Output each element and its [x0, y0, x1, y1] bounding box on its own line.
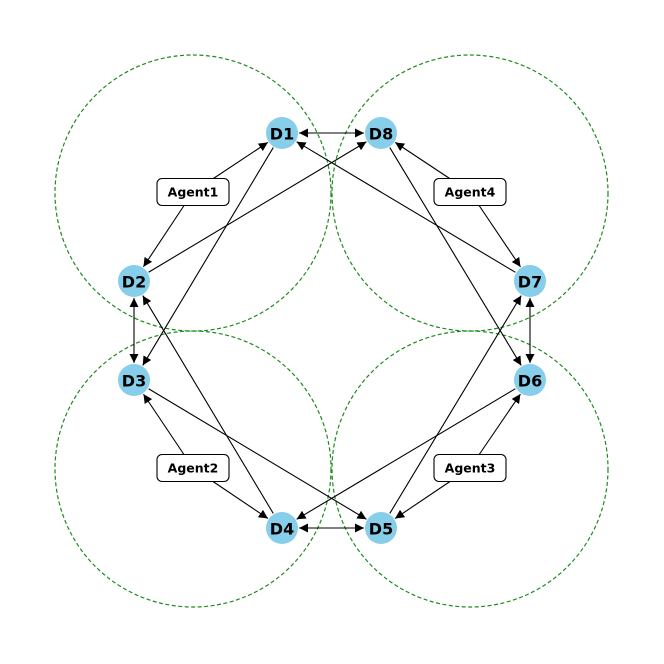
node-label: D8: [369, 125, 393, 144]
agent-link-agent4-d8: [394, 141, 450, 179]
agent-link-agent3-d6: [478, 393, 521, 455]
edge-d4-d2: [142, 295, 274, 514]
agent-box: [433, 177, 507, 207]
agent-agent2: Agent2: [156, 453, 230, 483]
node-d8: D8: [365, 117, 397, 149]
node-label: D2: [122, 273, 146, 292]
agent-agent4: Agent4: [433, 177, 507, 207]
edge-d5-d7: [389, 295, 522, 514]
edge-d6-d4: [296, 388, 516, 520]
agent-agent1: Agent1: [156, 177, 230, 207]
agent-label: Agent2: [168, 461, 219, 476]
node-circle: [514, 265, 546, 297]
agent-link-agent4-d7: [478, 205, 521, 268]
node-circle: [365, 512, 397, 544]
agent-link-agent3-d5: [394, 481, 451, 519]
node-circle: [365, 117, 397, 149]
agent-box: [156, 453, 230, 483]
node-d5: D5: [365, 512, 397, 544]
agent-link-agent1-d2: [142, 205, 185, 268]
node-label: D3: [122, 372, 146, 391]
node-d6: D6: [514, 364, 546, 396]
node-label: D5: [369, 520, 393, 539]
node-d1: D1: [266, 117, 298, 149]
edge-d8-d6: [389, 147, 522, 366]
edge-d1-d3: [142, 147, 274, 366]
agent-region-circle: [54, 330, 332, 608]
agent-label: Agent3: [445, 461, 496, 476]
node-d4: D4: [266, 512, 298, 544]
node-label: D1: [270, 125, 294, 144]
agent-box: [156, 177, 230, 207]
agent-region-circle: [331, 330, 609, 608]
node-d2: D2: [118, 265, 150, 297]
node-circle: [118, 364, 150, 396]
agent-agent3: Agent3: [433, 453, 507, 483]
edges: [129, 128, 535, 533]
node-circle: [266, 512, 298, 544]
node-d7: D7: [514, 265, 546, 297]
node-circle: [514, 364, 546, 396]
node-circle: [266, 117, 298, 149]
agent-link-agent2-d4: [212, 481, 269, 519]
node-circle: [118, 265, 150, 297]
node-label: D7: [518, 273, 542, 292]
agent-links: [142, 141, 521, 519]
node-label: D6: [518, 372, 542, 391]
edge-d3-d5: [148, 388, 367, 520]
agent-regions: [54, 54, 609, 608]
agent-label: Agent4: [445, 185, 496, 200]
edge-d2-d8: [148, 141, 367, 273]
node-label: D4: [270, 520, 294, 539]
agent-link-agent2-d3: [143, 393, 185, 455]
edge-d7-d1: [296, 141, 516, 273]
node-d3: D3: [118, 364, 150, 396]
agent-label: Agent1: [168, 185, 219, 200]
agent-box: [433, 453, 507, 483]
agent-link-agent1-d1: [213, 141, 269, 179]
